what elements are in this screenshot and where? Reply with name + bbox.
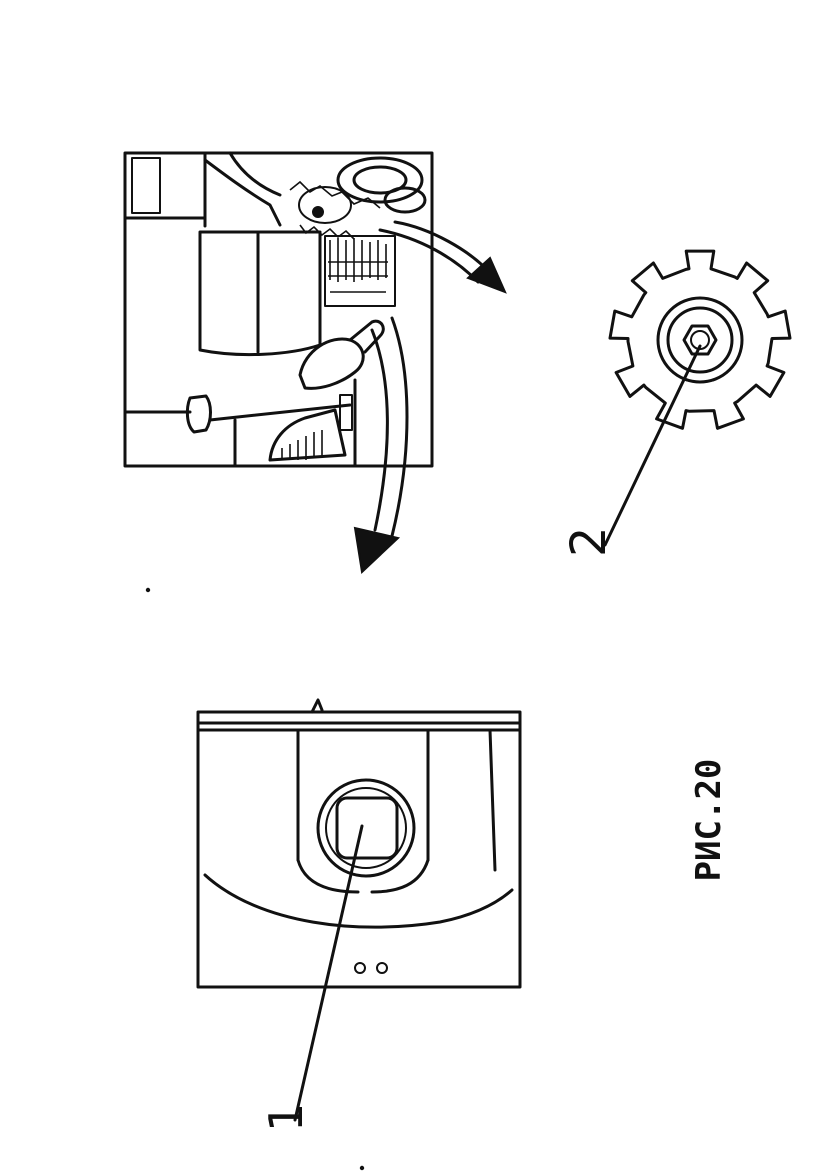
- front-panel-drawing: [196, 698, 522, 989]
- rotation-arrow-upper: [378, 220, 507, 294]
- callout-1-label: 1: [259, 1103, 313, 1132]
- gear-wheel: [608, 249, 792, 430]
- scan-speck: [359, 1165, 365, 1171]
- scan-speck: [145, 587, 151, 593]
- callout-2: 2: [561, 344, 702, 557]
- rotation-arrow-lower: [353, 316, 409, 575]
- machine-detail-drawing: [123, 151, 434, 468]
- callout-2-label: 2: [561, 526, 617, 557]
- gear-cluster: [289, 156, 427, 307]
- figure-caption: РИС.20: [689, 759, 729, 882]
- callout-1: 1: [259, 824, 364, 1132]
